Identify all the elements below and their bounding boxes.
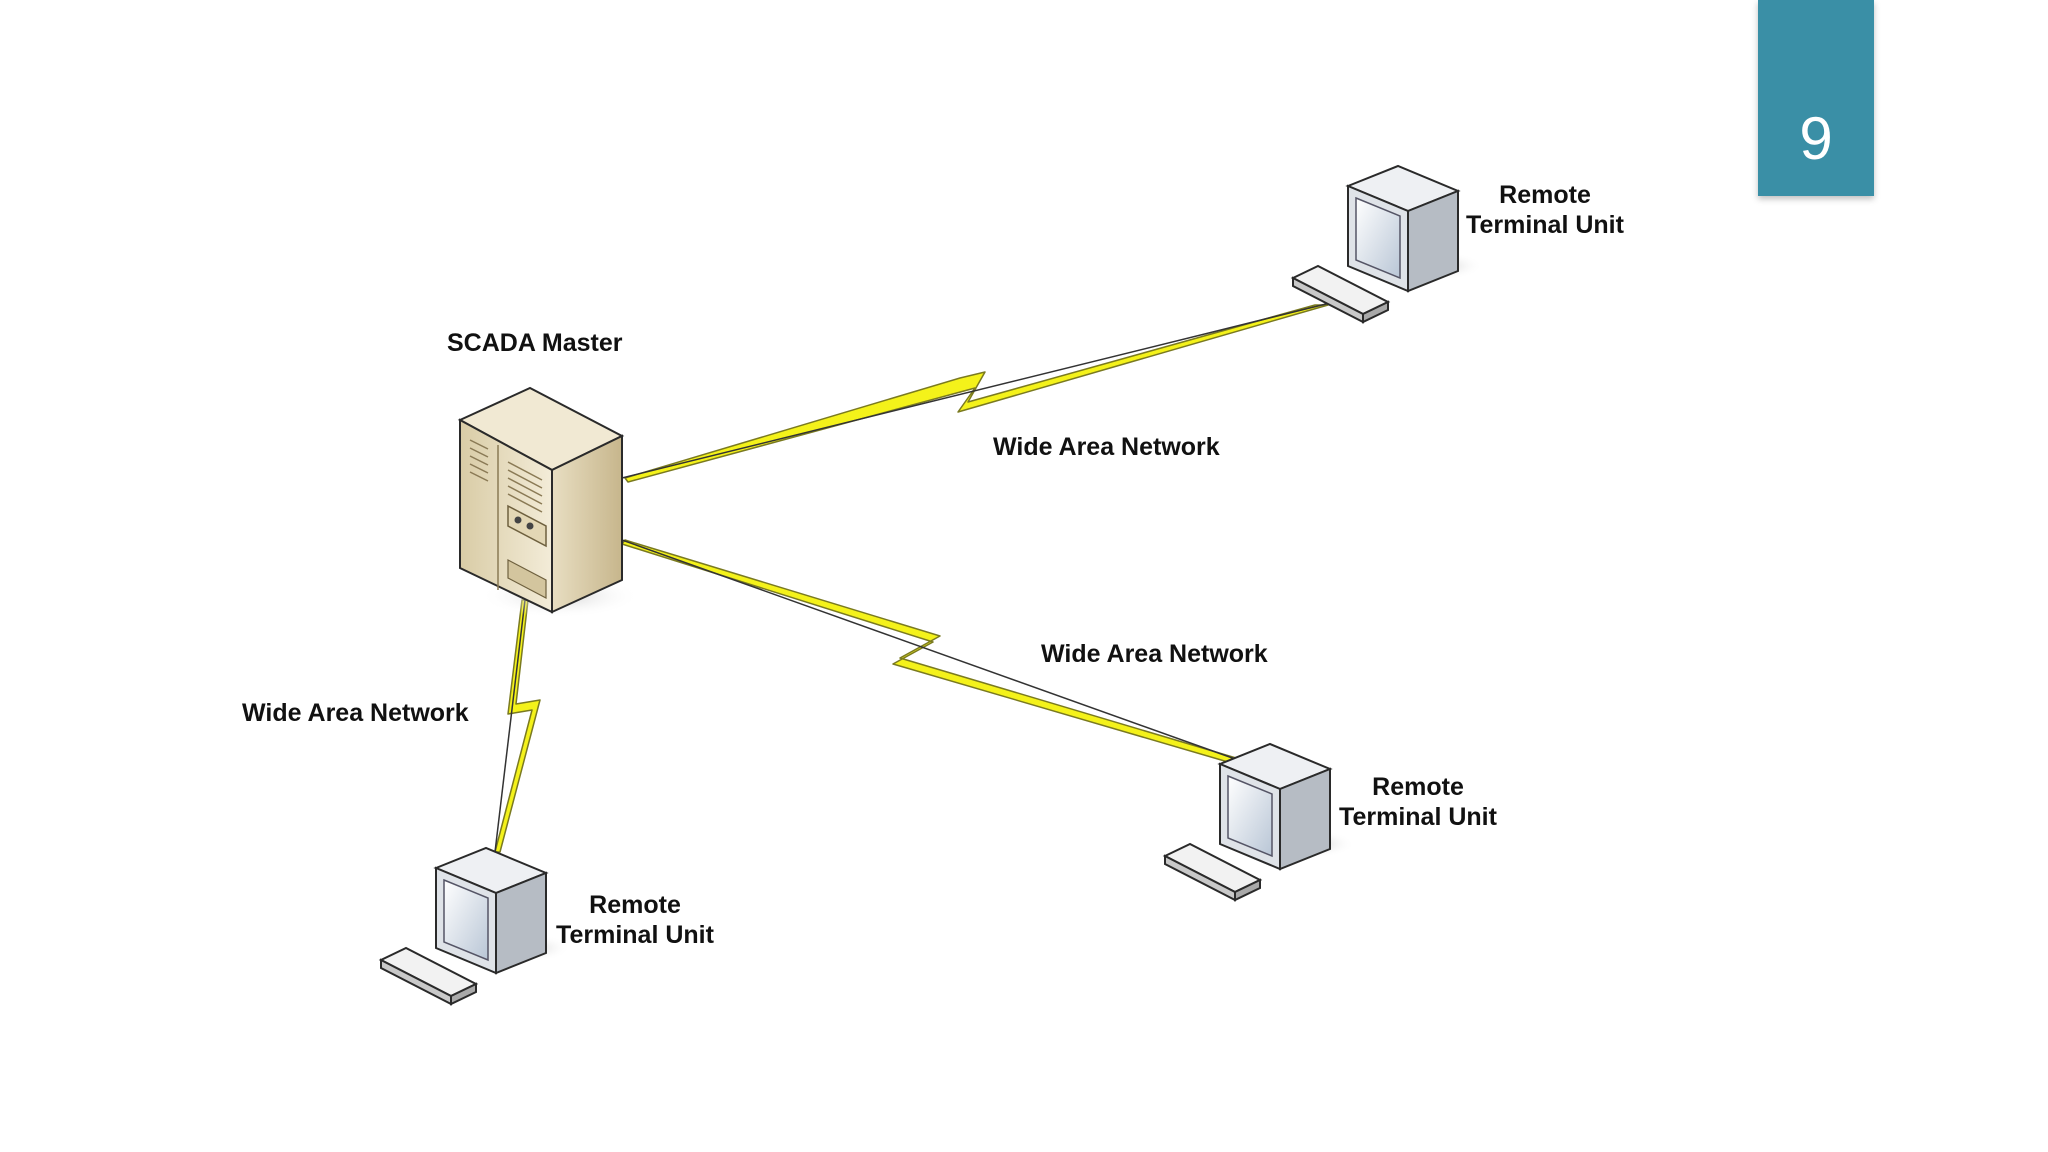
link-master-to-rtu-top: [621, 302, 1331, 483]
rtu-node-top-right: Remote Terminal Unit: [1292, 165, 1625, 323]
rtu-label-line2: Terminal Unit: [1466, 211, 1625, 239]
rtu-label-line1: Remote: [1372, 773, 1464, 801]
page-number-badge: 9: [1758, 0, 1874, 196]
server-icon: [457, 386, 640, 618]
link-label-right: Wide Area Network: [1041, 640, 1268, 668]
rtu-node-bottom-left: Remote Terminal Unit: [380, 847, 715, 1005]
scada-master-label: SCADA Master: [447, 329, 623, 357]
link-label-bottom: Wide Area Network: [242, 699, 469, 727]
rtu-label-line2: Terminal Unit: [1339, 803, 1498, 831]
scada-master-node: SCADA Master: [447, 329, 640, 618]
rtu-label-line2: Terminal Unit: [556, 921, 715, 949]
rtu-label-line1: Remote: [1499, 181, 1591, 209]
link-master-to-rtu-bottom: [494, 599, 541, 853]
page-number: 9: [1799, 104, 1833, 172]
computer-icon: [1164, 743, 1356, 901]
computer-icon: [1292, 165, 1484, 323]
rtu-node-right: Remote Terminal Unit: [1164, 743, 1498, 901]
computer-icon: [380, 847, 572, 1005]
link-label-top: Wide Area Network: [993, 433, 1220, 461]
rtu-label-line1: Remote: [589, 891, 681, 919]
